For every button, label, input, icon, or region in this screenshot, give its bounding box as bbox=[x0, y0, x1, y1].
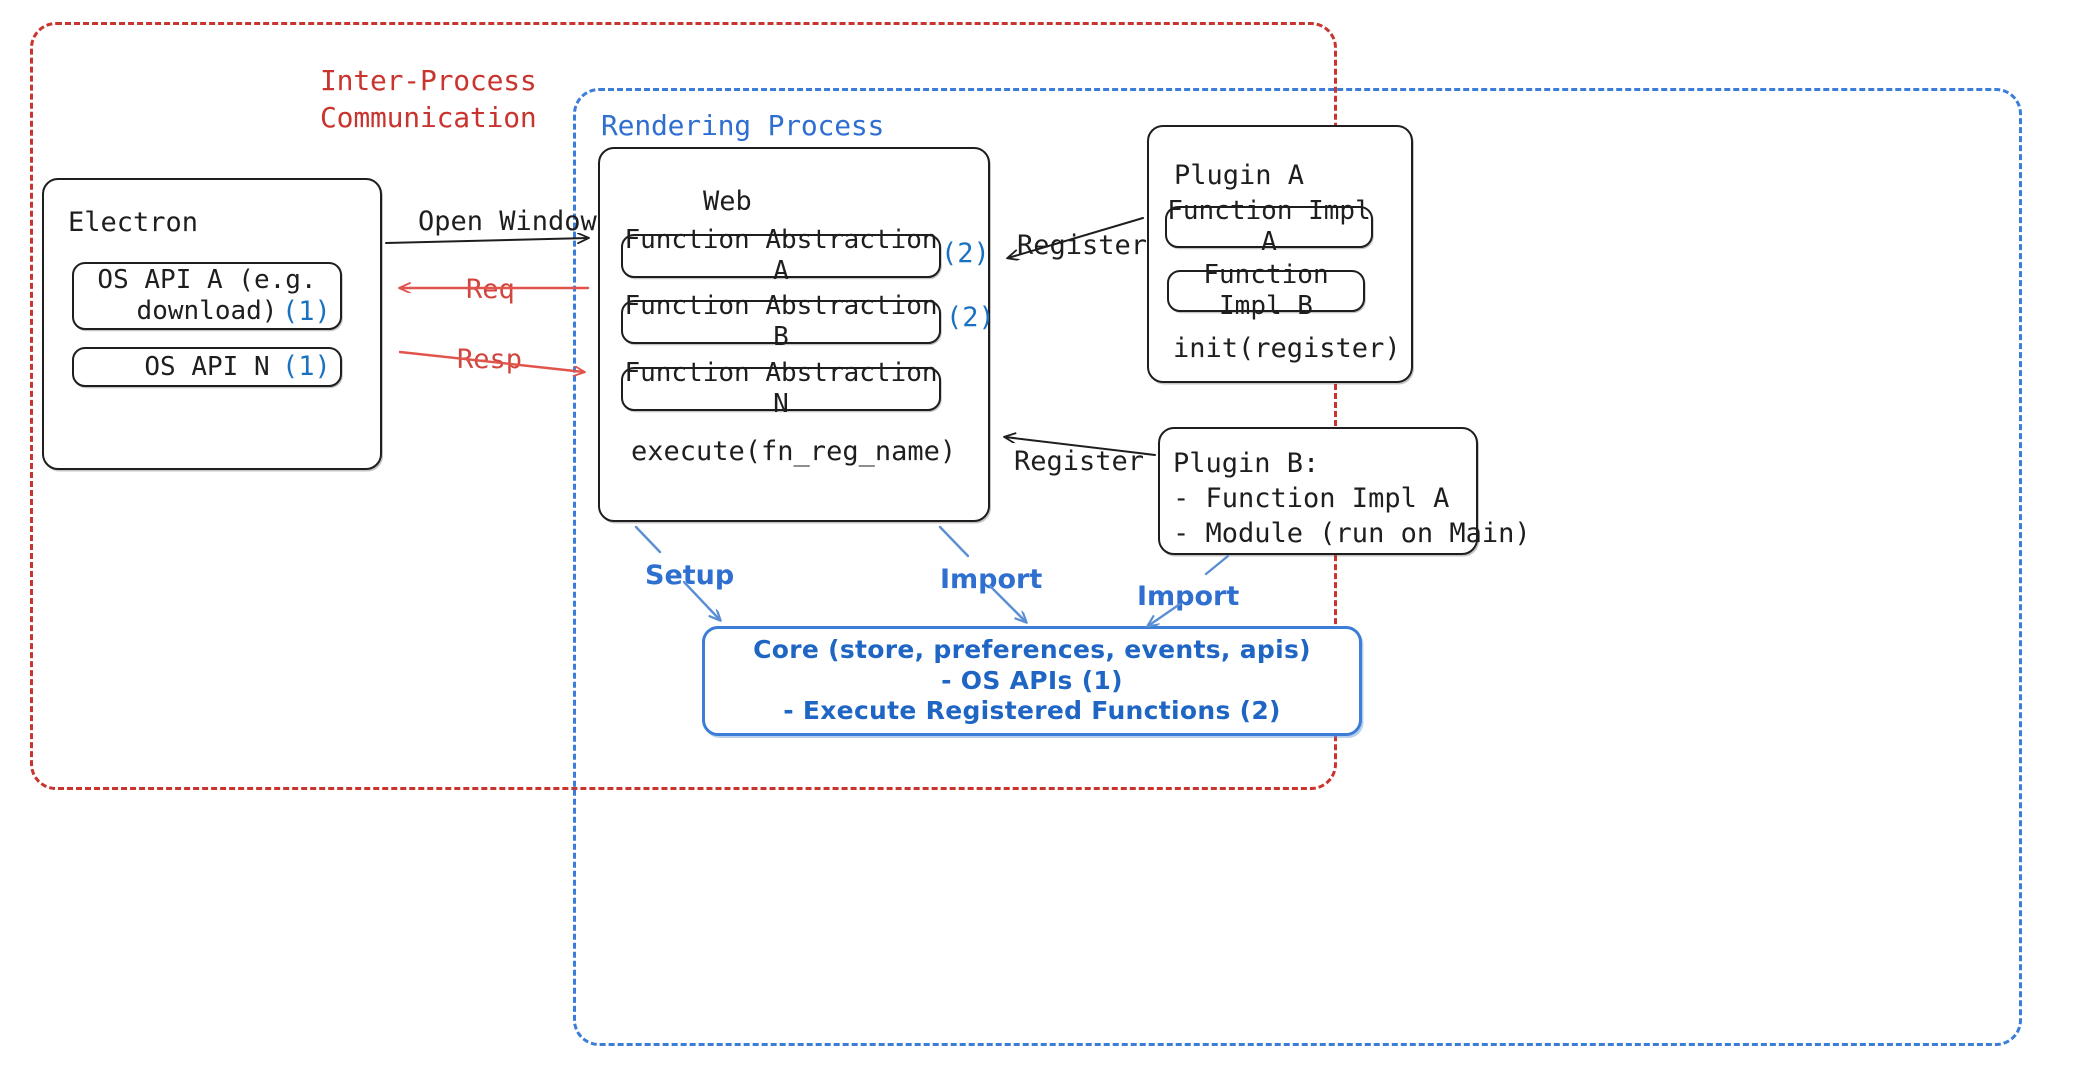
os-api-a-chip[interactable]: OS API A (e.g. download) bbox=[72, 262, 342, 330]
rendering-process-boundary bbox=[573, 88, 2022, 1046]
function-abstraction-b-chip[interactable]: Function Abstraction B bbox=[621, 291, 941, 352]
edge-label-resp: Resp bbox=[457, 344, 523, 375]
edge-label-import-plugin-b: Import bbox=[1137, 581, 1240, 612]
os-api-a-marker: (1) bbox=[282, 296, 331, 327]
core-text: Core (store, preferences, events, apis) … bbox=[753, 635, 1311, 726]
ipc-boundary bbox=[30, 22, 1337, 790]
plugin-b-node[interactable] bbox=[1158, 427, 1478, 555]
function-abstraction-a-marker: (2) bbox=[941, 238, 990, 269]
web-title: Web bbox=[703, 186, 752, 217]
edge-label-setup: Setup bbox=[645, 560, 735, 591]
edge-label-req: Req bbox=[466, 274, 515, 305]
plugin-a-init-label: init(register) bbox=[1173, 333, 1401, 364]
function-impl-b-chip[interactable]: Function Impl B bbox=[1167, 260, 1365, 321]
function-abstraction-b-marker: (2) bbox=[946, 302, 995, 333]
plugin-a-title: Plugin A bbox=[1174, 160, 1305, 191]
core-node[interactable]: Core (store, preferences, events, apis) … bbox=[702, 626, 1362, 736]
electron-title: Electron bbox=[68, 207, 199, 238]
edge-label-register-plugin-a: Register bbox=[1017, 230, 1148, 261]
ipc-boundary-label: Inter-Process Communication bbox=[320, 64, 537, 134]
plugin-b-text: Plugin B: - Function Impl A - Module (ru… bbox=[1173, 448, 1531, 550]
os-api-n-chip[interactable]: OS API N bbox=[72, 347, 342, 387]
plugin-a-node[interactable] bbox=[1147, 125, 1413, 383]
os-api-n-marker: (1) bbox=[282, 351, 331, 382]
edge-label-register-plugin-b: Register bbox=[1014, 446, 1145, 477]
rendering-process-label: Rendering Process bbox=[601, 109, 885, 142]
edge-label-open-window: Open Window bbox=[418, 206, 597, 237]
web-execute-label: execute(fn_reg_name) bbox=[631, 436, 957, 467]
function-abstraction-n-chip[interactable]: Function Abstraction N bbox=[621, 358, 941, 419]
edge-label-import-web: Import bbox=[940, 564, 1043, 595]
function-abstraction-a-chip[interactable]: Function Abstraction A bbox=[621, 225, 941, 286]
function-impl-a-chip[interactable]: Function Impl A bbox=[1165, 196, 1373, 257]
